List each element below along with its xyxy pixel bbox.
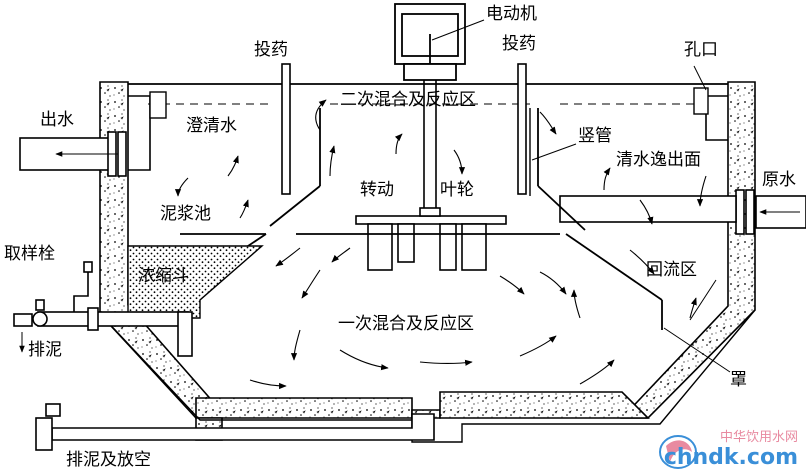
impeller <box>355 207 507 271</box>
label-dosing-right: 投药 <box>502 34 536 54</box>
watermark: 中华饮用水网 chndk.com <box>664 426 798 470</box>
label-clear-water: 澄清水 <box>186 116 237 136</box>
trough-left <box>128 95 151 171</box>
dosing-pipe-left <box>281 63 291 195</box>
draft-tube <box>269 108 586 231</box>
motor <box>394 3 466 81</box>
trough-right <box>705 95 728 141</box>
tank-wall <box>99 81 756 441</box>
watermark-en: chndk.com <box>663 445 798 470</box>
label-drain-empty: 排泥及放空 <box>66 450 151 470</box>
drain-pipe <box>35 403 435 451</box>
label-sludge-pit: 泥浆池 <box>160 204 211 224</box>
label-sampling-cock: 取样栓 <box>4 244 55 264</box>
label-impeller: 叶轮 <box>440 180 474 200</box>
watermark-logo <box>659 435 697 469</box>
label-return-zone: 回流区 <box>646 260 697 280</box>
label-motor: 电动机 <box>486 4 537 24</box>
sampling-cock <box>73 261 93 312</box>
label-raw-water: 原水 <box>762 170 796 190</box>
label-orifice: 孔口 <box>684 40 718 60</box>
label-rotate: 转动 <box>360 180 394 200</box>
label-vertical-pipe: 竖管 <box>578 126 612 146</box>
label-outlet-water: 出水 <box>40 110 74 130</box>
weir-left <box>149 91 167 119</box>
sludge-pipe <box>13 299 193 357</box>
label-first-zone: 一次混合及反应区 <box>338 314 474 334</box>
label-second-zone: 二次混合及反应区 <box>340 90 476 110</box>
flow-arrows <box>174 99 707 390</box>
label-clear-surface: 清水逸出面 <box>616 150 701 170</box>
label-dosing-left: 投药 <box>254 40 288 60</box>
tank-base-outline <box>99 309 756 443</box>
label-sludge-discharge: 排泥 <box>28 340 62 360</box>
dosing-pipe-right <box>517 63 527 195</box>
weir-right <box>693 87 709 115</box>
shaft <box>423 80 437 212</box>
watermark-cn: 中华饮用水网 <box>719 430 798 445</box>
leader-lines <box>431 19 731 373</box>
label-hood: 罩 <box>730 370 747 390</box>
thickening-hopper <box>127 245 264 319</box>
label-thickening-hopper: 浓缩斗 <box>138 266 189 286</box>
